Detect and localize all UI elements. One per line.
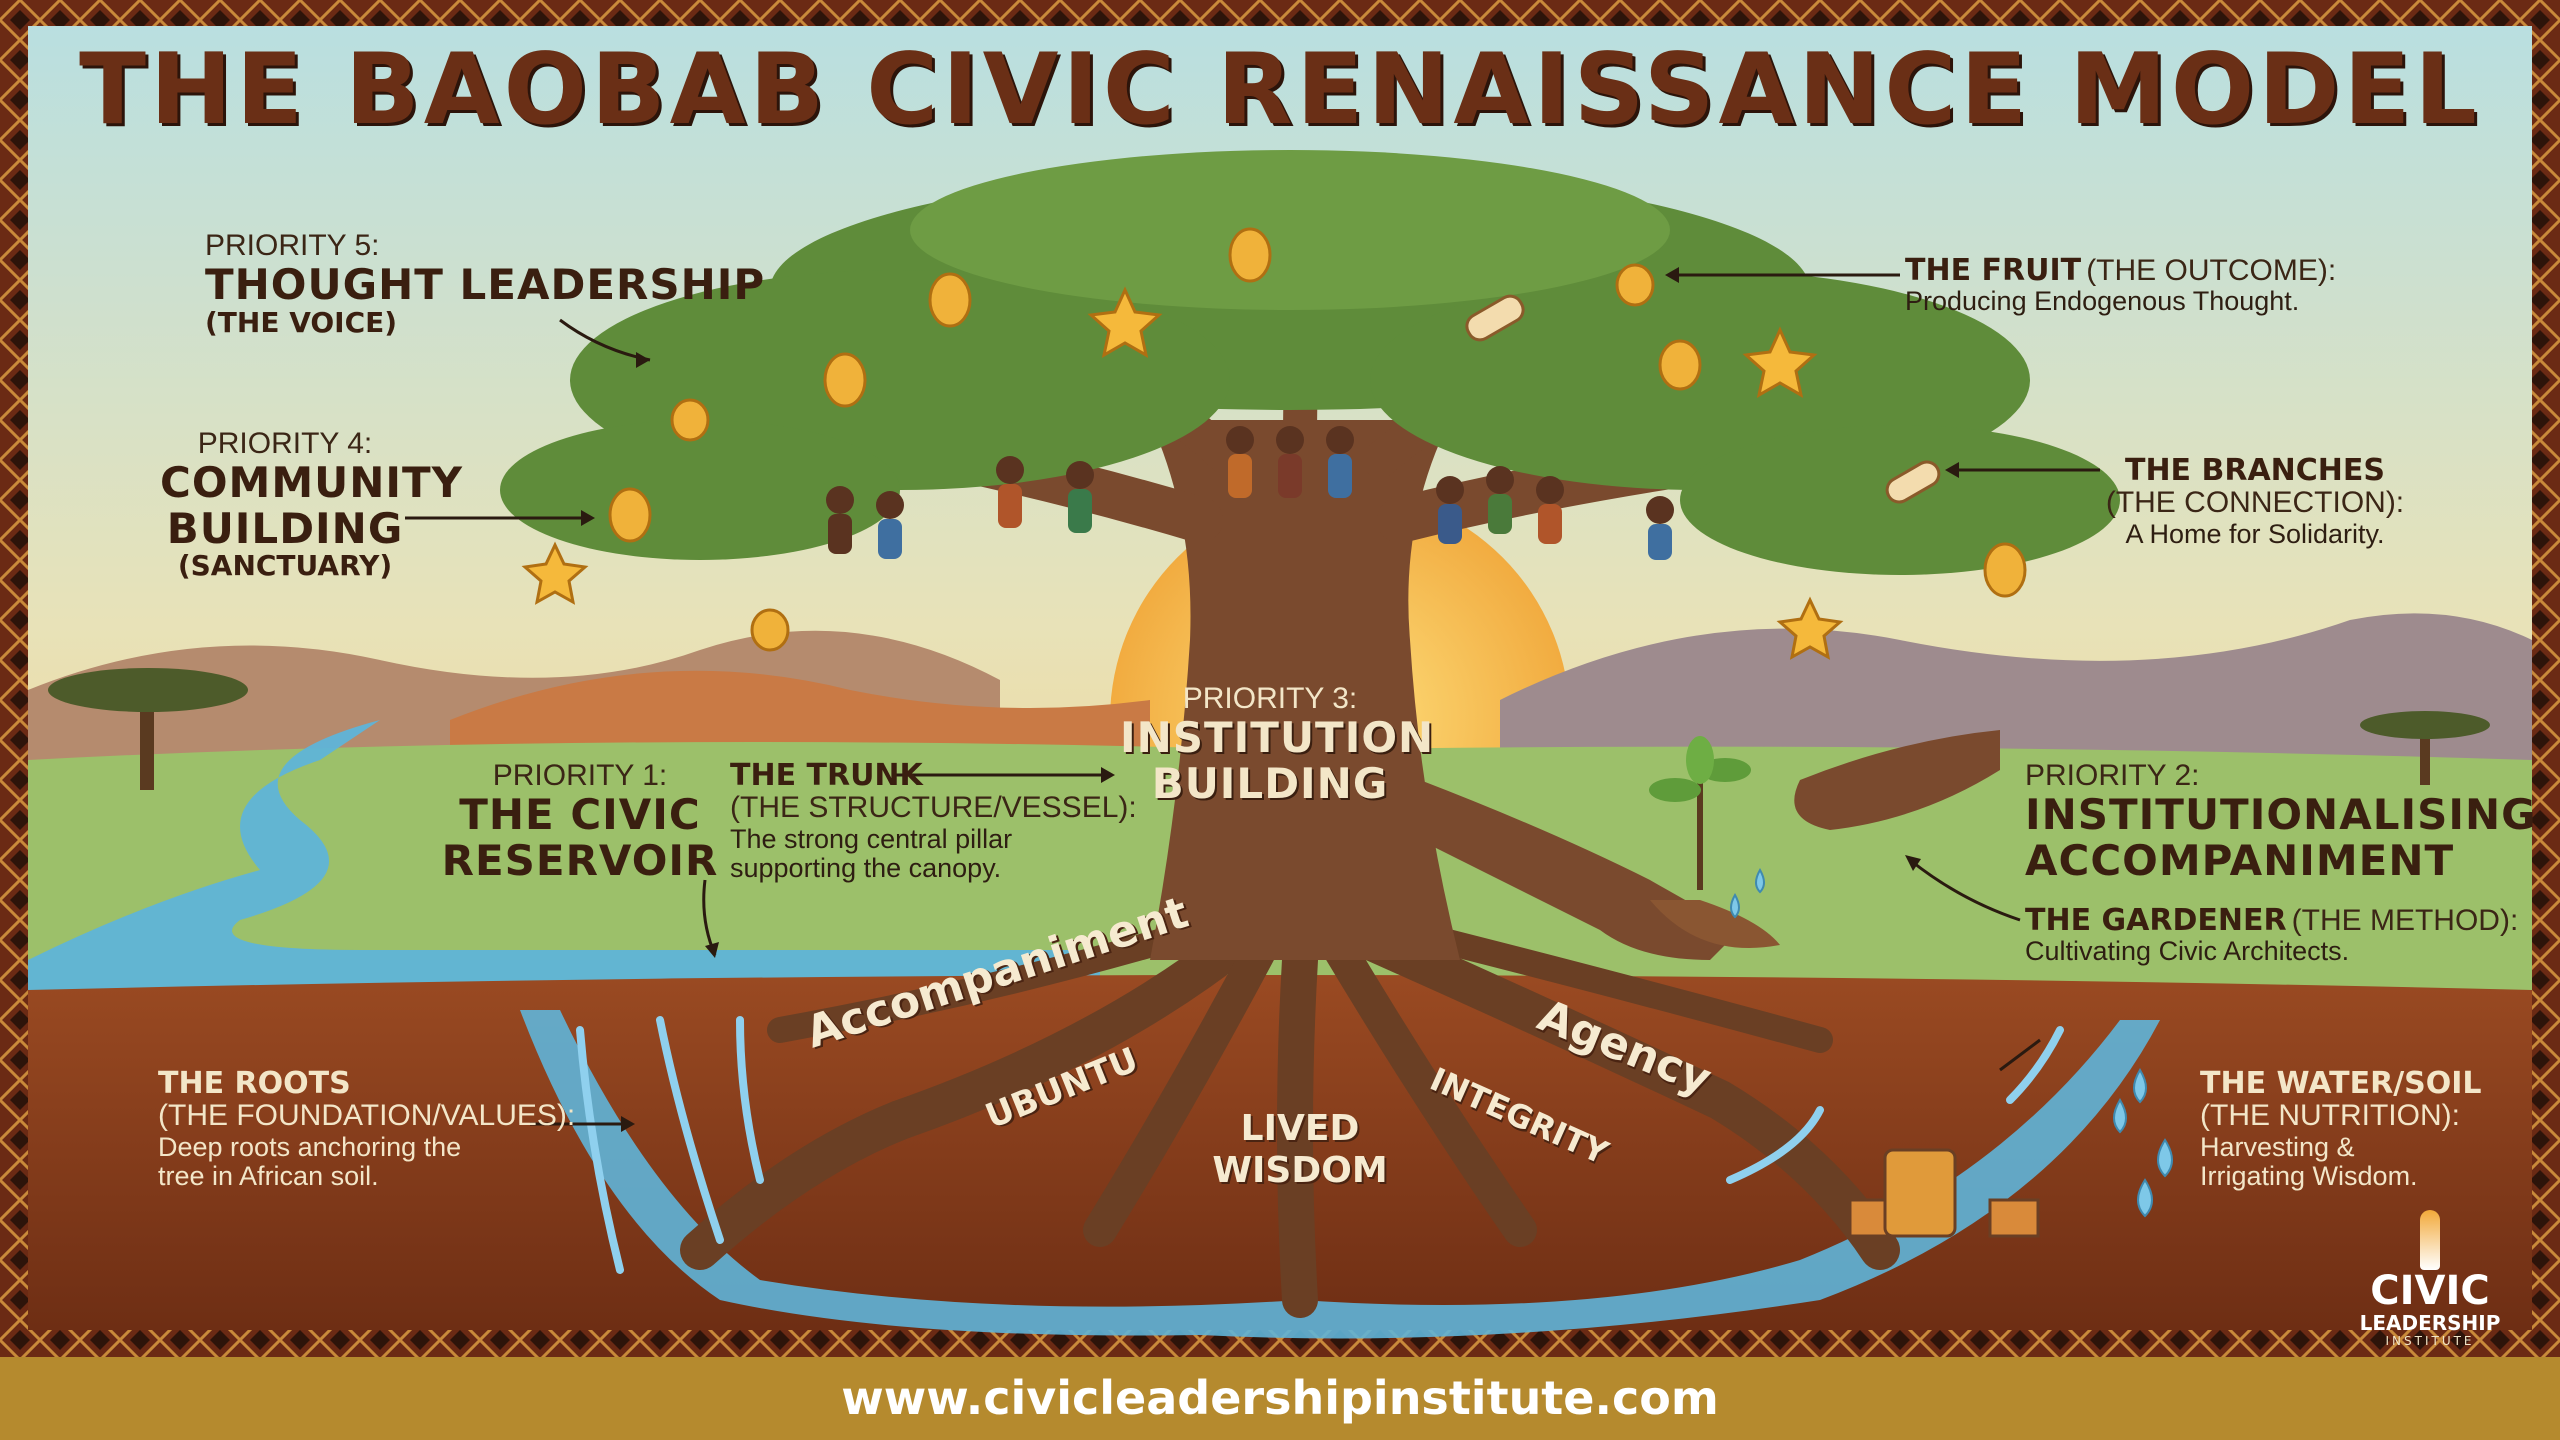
- priority-5-number: PRIORITY 5:: [205, 229, 380, 262]
- priority-4-sub: (SANCTUARY): [177, 549, 393, 583]
- page-title: THE BAOBAB CIVIC RENAISSANCE MODEL: [79, 33, 2481, 147]
- water-soil-text-2: Irrigating Wisdom.: [2200, 1160, 2418, 1191]
- trunk-text-2: supporting the canopy.: [730, 852, 1002, 883]
- gardener-hands: [1420, 730, 2000, 960]
- water-soil-head: THE WATER/SOIL: [2200, 1066, 2482, 1101]
- water-flow-arrows: [576, 1016, 2064, 1274]
- priority-2-number: PRIORITY 2:: [2025, 759, 2200, 792]
- canopy: [500, 150, 2120, 575]
- priority-5-sub: (THE VOICE): [205, 305, 398, 339]
- water-soil-text-1: Harvesting &: [2200, 1131, 2355, 1162]
- sapling: [1649, 736, 1751, 890]
- star-fruits: [521, 286, 1844, 660]
- priority-4-name-2: BUILDING: [166, 503, 404, 553]
- gardener-head: THE GARDENER: [2025, 903, 2287, 938]
- branches-head: THE BRANCHES: [2124, 453, 2386, 488]
- priority-4-label: PRIORITY 4: COMMUNITY BUILDING (SANCTUAR…: [160, 427, 464, 583]
- roots-paren: (THE FOUNDATION/VALUES):: [158, 1099, 576, 1133]
- priority-5-label: PRIORITY 5: THOUGHT LEADERSHIP (THE VOIC…: [205, 229, 766, 339]
- roots-text-1: Deep roots anchoring the: [158, 1131, 462, 1162]
- water-drops: [1730, 867, 2173, 1218]
- branches-text: A Home for Solidarity.: [2125, 518, 2385, 549]
- people-in-branches: [826, 426, 1674, 560]
- priority-5-name: THOUGHT LEADERSHIP: [205, 260, 766, 310]
- trunk-label: THE TRUNK (THE STRUCTURE/VESSEL): The st…: [730, 758, 1137, 883]
- water-soil-paren: (THE NUTRITION):: [2200, 1099, 2460, 1133]
- trunk-head: THE TRUNK: [730, 758, 923, 793]
- priority-3-name-1: INSTITUTION: [1120, 713, 1435, 763]
- priority-1-number: PRIORITY 1:: [492, 759, 668, 792]
- footer-url-link[interactable]: www.civicleadershipinstitute.com: [841, 1371, 1719, 1425]
- priority-1-name-1: THE CIVIC: [459, 790, 701, 840]
- priority-3-label: PRIORITY 3: INSTITUTION BUILDING: [1120, 682, 1435, 808]
- priority-2-label: PRIORITY 2: INSTITUTIONALISING ACCOMPANI…: [2025, 759, 2537, 885]
- root-word-wisdom: WISDOM: [1212, 1150, 1388, 1191]
- root-word-lived: LIVED: [1240, 1108, 1360, 1149]
- priority-2-name-2: ACCOMPANIMENT: [2025, 835, 2455, 885]
- priority-1-name-2: RESERVOIR: [441, 835, 719, 885]
- fruit-label: THE FRUIT (THE OUTCOME): Producing Endog…: [1905, 253, 2337, 317]
- tree-roots: [680, 917, 1900, 1318]
- roots-label: THE ROOTS (THE FOUNDATION/VALUES): Deep …: [158, 1066, 576, 1191]
- branches-label: THE BRANCHES (THE CONNECTION): A Home fo…: [2105, 453, 2405, 549]
- gardener-label: THE GARDENER (THE METHOD): Cultivating C…: [2025, 903, 2519, 967]
- priority-4-name-1: COMMUNITY: [160, 458, 464, 508]
- scroll-fruits: [1465, 294, 1941, 504]
- roots-head: THE ROOTS: [158, 1066, 351, 1101]
- fruit-head: THE FRUIT: [1905, 253, 2082, 288]
- logo-line-1: CIVIC: [2370, 1268, 2490, 1314]
- roots-text-2: tree in African soil.: [158, 1160, 379, 1191]
- hills-right: [1500, 613, 2532, 780]
- fruit-paren: (THE OUTCOME):: [2086, 254, 2337, 287]
- gardener-paren: (THE METHOD):: [2291, 904, 2519, 937]
- water-pots: [1848, 1148, 2040, 1238]
- priority-1-label: PRIORITY 1: THE CIVIC RESERVOIR: [430, 759, 730, 885]
- fruit-text: Producing Endogenous Thought.: [1905, 286, 2300, 317]
- priority-4-number: PRIORITY 4:: [197, 427, 373, 460]
- gardener-text: Cultivating Civic Architects.: [2025, 936, 2350, 967]
- logo-line-3: INSTITUTE: [2385, 1333, 2475, 1348]
- civic-leadership-logo: CIVIC LEADERSHIP INSTITUTE: [2345, 1210, 2515, 1348]
- acacia-tree-left: [48, 668, 248, 790]
- branches-paren: (THE CONNECTION):: [2105, 486, 2405, 520]
- arrow-heads: [581, 267, 1959, 1132]
- torch-icon: [2420, 1210, 2440, 1270]
- acacia-tree-right: [2360, 711, 2490, 785]
- logo-line-2: LEADERSHIP: [2359, 1311, 2501, 1336]
- trunk-text-1: The strong central pillar: [730, 823, 1013, 854]
- trunk-paren: (THE STRUCTURE/VESSEL):: [730, 791, 1137, 825]
- river: [28, 720, 1100, 1000]
- trunk: [1150, 420, 1460, 960]
- priority-3-number: PRIORITY 3:: [1182, 682, 1358, 715]
- water-soil-label: THE WATER/SOIL (THE NUTRITION): Harvesti…: [2200, 1066, 2482, 1191]
- priority-3-name-2: BUILDING: [1151, 758, 1389, 808]
- fruits: [608, 227, 2027, 652]
- footer-bar: [0, 1357, 2560, 1440]
- priority-2-name-1: INSTITUTIONALISING: [2025, 790, 2537, 840]
